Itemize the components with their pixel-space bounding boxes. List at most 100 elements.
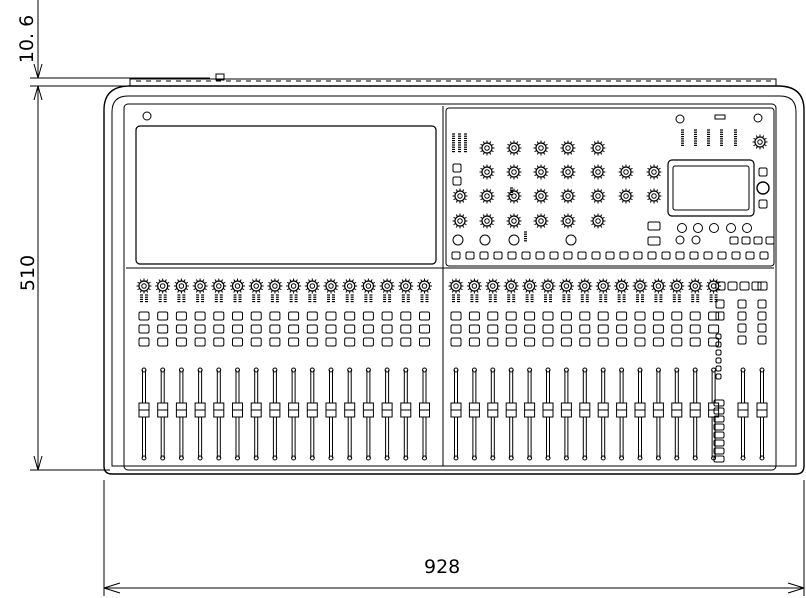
button-icon <box>675 251 685 260</box>
button-icon <box>757 299 767 309</box>
button-icon <box>400 337 412 347</box>
button-icon <box>479 251 489 260</box>
fader-icon <box>542 367 554 461</box>
fader-icon <box>689 367 701 461</box>
button-icon <box>194 311 206 321</box>
meter-icon <box>677 294 681 303</box>
button-icon <box>362 311 374 321</box>
knob-icon <box>248 278 264 294</box>
button-icon <box>325 311 337 321</box>
fader-icon <box>487 367 499 461</box>
button-icon <box>400 311 412 321</box>
button-icon <box>737 335 747 345</box>
meter-icon <box>707 129 710 146</box>
button-icon <box>507 251 517 260</box>
fader-icon <box>344 367 356 461</box>
button-icon <box>715 281 726 291</box>
button-icon <box>579 311 591 321</box>
fader-icon <box>325 367 337 461</box>
knob-icon <box>590 213 606 229</box>
button-icon <box>616 311 628 321</box>
button-icon <box>713 431 725 439</box>
button-icon <box>715 299 725 309</box>
knob-icon <box>342 278 358 294</box>
button-icon <box>465 251 475 260</box>
button-icon <box>524 324 536 334</box>
button-icon <box>708 311 720 321</box>
button-icon <box>508 234 520 246</box>
meter-icon <box>425 294 429 303</box>
button-icon <box>715 373 722 380</box>
button-icon <box>565 234 577 246</box>
button-icon <box>757 311 767 321</box>
knob-icon <box>614 278 630 294</box>
knob-icon <box>211 278 227 294</box>
button-icon <box>715 357 722 364</box>
button-icon <box>288 324 300 334</box>
button-icon <box>175 337 187 347</box>
button-icon <box>713 415 725 423</box>
screw-icon <box>142 111 152 121</box>
meter-icon <box>457 294 460 303</box>
meter-icon <box>214 294 218 303</box>
knob-icon <box>503 278 519 294</box>
knob-icon <box>560 164 576 180</box>
meter-icon <box>734 129 737 146</box>
button-icon <box>468 337 480 347</box>
meter-icon <box>585 294 589 303</box>
meter-icon <box>233 294 237 303</box>
meter-icon <box>530 294 534 303</box>
meter-icon <box>238 294 242 303</box>
fader-icon <box>288 367 300 461</box>
knob-icon <box>669 278 685 294</box>
button-icon <box>344 324 356 334</box>
meter-icon <box>599 294 603 303</box>
button-icon <box>671 337 683 347</box>
knob-icon <box>560 140 576 156</box>
button-icon <box>597 337 609 347</box>
meter-icon <box>604 294 608 303</box>
button-icon <box>757 281 768 291</box>
button-icon <box>325 337 337 347</box>
button-icon <box>753 236 763 245</box>
button-icon <box>647 251 657 260</box>
button-icon <box>419 311 430 321</box>
button-icon <box>708 324 720 334</box>
button-icon <box>742 223 752 233</box>
button-icon <box>250 311 262 321</box>
knob-icon <box>506 213 522 229</box>
button-icon <box>579 337 591 347</box>
button-icon <box>487 337 499 347</box>
button-icon <box>452 163 462 173</box>
button-icon <box>505 337 517 347</box>
button-icon <box>194 324 206 334</box>
meter-icon <box>493 294 497 303</box>
meter-icon <box>158 294 162 303</box>
button-icon <box>715 311 725 321</box>
meter-icon <box>567 294 571 303</box>
button-icon <box>450 324 462 334</box>
button-icon <box>759 251 769 260</box>
button-icon <box>560 311 572 321</box>
button-icon <box>757 323 767 333</box>
rear-panel <box>129 78 777 87</box>
button-icon <box>758 199 768 209</box>
button-icon <box>306 311 318 321</box>
meter-icon <box>580 294 584 303</box>
button-icon <box>487 324 499 334</box>
knob-icon <box>479 164 495 180</box>
button-icon <box>731 251 741 260</box>
button-icon <box>758 167 768 177</box>
meter-icon <box>140 294 143 303</box>
button-icon <box>362 324 374 334</box>
meter-icon <box>406 294 410 303</box>
button-icon <box>213 324 225 334</box>
button-icon <box>591 251 601 260</box>
meter-icon <box>544 294 547 303</box>
meter-icon <box>196 294 200 303</box>
button-icon <box>713 407 725 415</box>
button-icon <box>269 311 281 321</box>
screw-icon <box>675 114 685 124</box>
button-icon <box>563 251 573 260</box>
button-icon <box>671 324 683 334</box>
